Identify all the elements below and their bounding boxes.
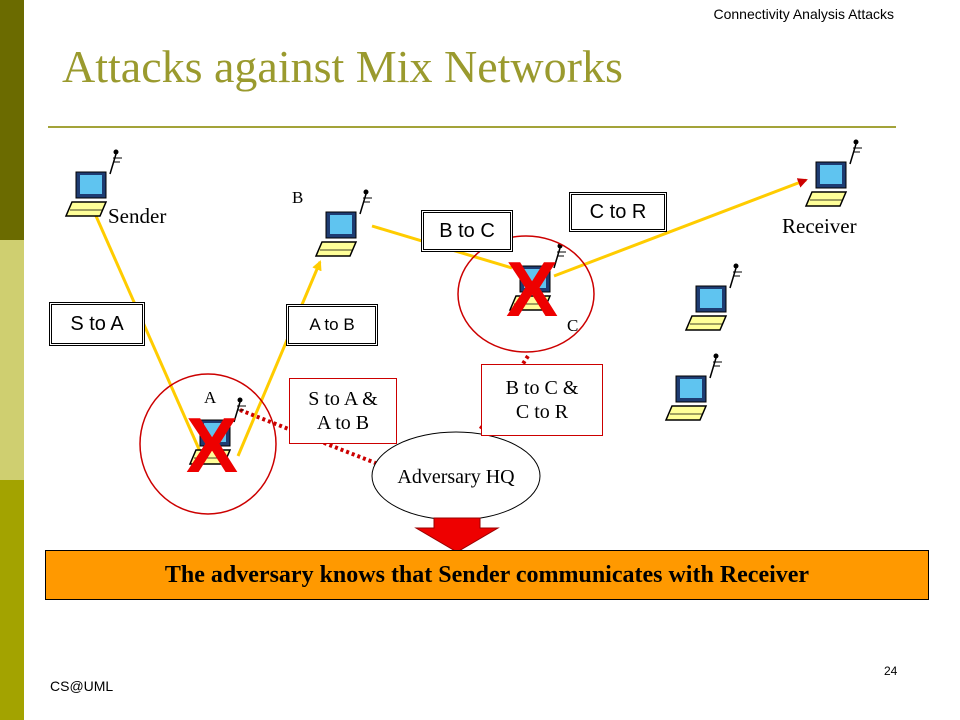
conclusion-banner: The adversary knows that Sender communic… bbox=[45, 550, 929, 600]
laptop-icon bbox=[685, 262, 743, 331]
laptop-icon bbox=[665, 352, 723, 421]
mix-b-label: B bbox=[292, 188, 304, 207]
sender-label: Sender bbox=[108, 204, 167, 228]
page-number: 24 bbox=[884, 664, 898, 678]
mix-c-label: C bbox=[567, 316, 579, 335]
msg-c-to-r: C to R bbox=[569, 192, 667, 232]
section-label: Connectivity Analysis Attacks bbox=[713, 6, 894, 22]
msg-b-to-c: B to C bbox=[421, 210, 513, 252]
link-a-b bbox=[236, 260, 322, 457]
leak-c-line-2: C to R bbox=[515, 401, 569, 423]
slide-title: Attacks against Mix Networks bbox=[62, 41, 623, 92]
conclusion-text: The adversary knows that Sender communic… bbox=[164, 561, 810, 588]
down-arrow-icon bbox=[414, 517, 500, 553]
mix-b-laptop-icon bbox=[315, 188, 373, 257]
receiver-label: Receiver bbox=[782, 214, 857, 238]
msg-a-to-b: A to B bbox=[286, 304, 378, 346]
leak-c-line-1: B to C & bbox=[505, 377, 579, 399]
leak-box-a: S to A & A to B bbox=[289, 378, 397, 444]
footer-course: CS@UML bbox=[50, 678, 114, 694]
link-c-receiver bbox=[553, 178, 808, 278]
compromised-c-circle bbox=[457, 235, 595, 353]
mix-a-label: A bbox=[204, 388, 217, 407]
sidebar-decoration bbox=[0, 0, 24, 720]
receiver-laptop-icon bbox=[805, 138, 863, 207]
link-sender-a bbox=[94, 215, 204, 457]
adversary-hq-label: Adversary HQ bbox=[397, 466, 515, 488]
leak-a-line-1: S to A & bbox=[308, 388, 378, 410]
leak-a-line-2: A to B bbox=[316, 412, 370, 434]
compromised-a-circle bbox=[139, 373, 277, 515]
title-divider bbox=[48, 126, 896, 128]
compromised-a-x-icon: X bbox=[186, 401, 239, 489]
compromised-c-x-icon: X bbox=[506, 245, 559, 333]
leak-box-c: B to C & C to R bbox=[481, 364, 603, 436]
msg-s-to-a: S to A bbox=[49, 302, 145, 346]
